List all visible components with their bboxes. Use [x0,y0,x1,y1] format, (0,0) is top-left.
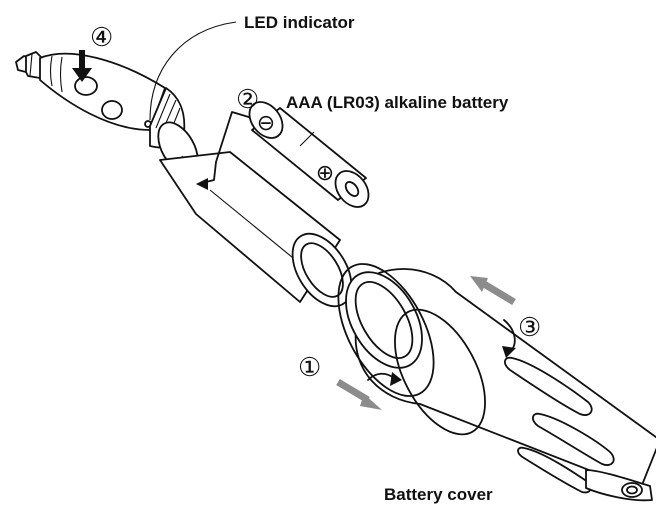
step-1-marker: ① [298,352,321,382]
battery-cover-label: Battery cover [384,485,493,504]
pen-body [15,51,353,308]
insertion-arrow [197,111,253,185]
negative-terminal-mark: ⊖ [257,110,275,135]
led-leader-line [149,21,237,121]
led-indicator-label: LED indicator [244,13,355,32]
positive-terminal-mark: ⊕ [316,160,334,185]
insertion-arrowhead [196,178,208,190]
step-2-marker: ② [236,84,259,114]
step-3-marker: ③ [518,312,541,342]
step-4-marker: ④ [90,22,113,52]
rotation-ring-right [394,308,486,436]
press-button-arrow [72,50,92,82]
battery-cover [345,268,656,502]
battery-label: AAA (LR03) alkaline battery [286,93,509,112]
aaa-battery: ⊖ ⊕ [248,101,370,208]
remove-direction-arrow [336,378,382,410]
install-direction-arrow [470,276,516,306]
rotation-ring-left [337,263,435,397]
